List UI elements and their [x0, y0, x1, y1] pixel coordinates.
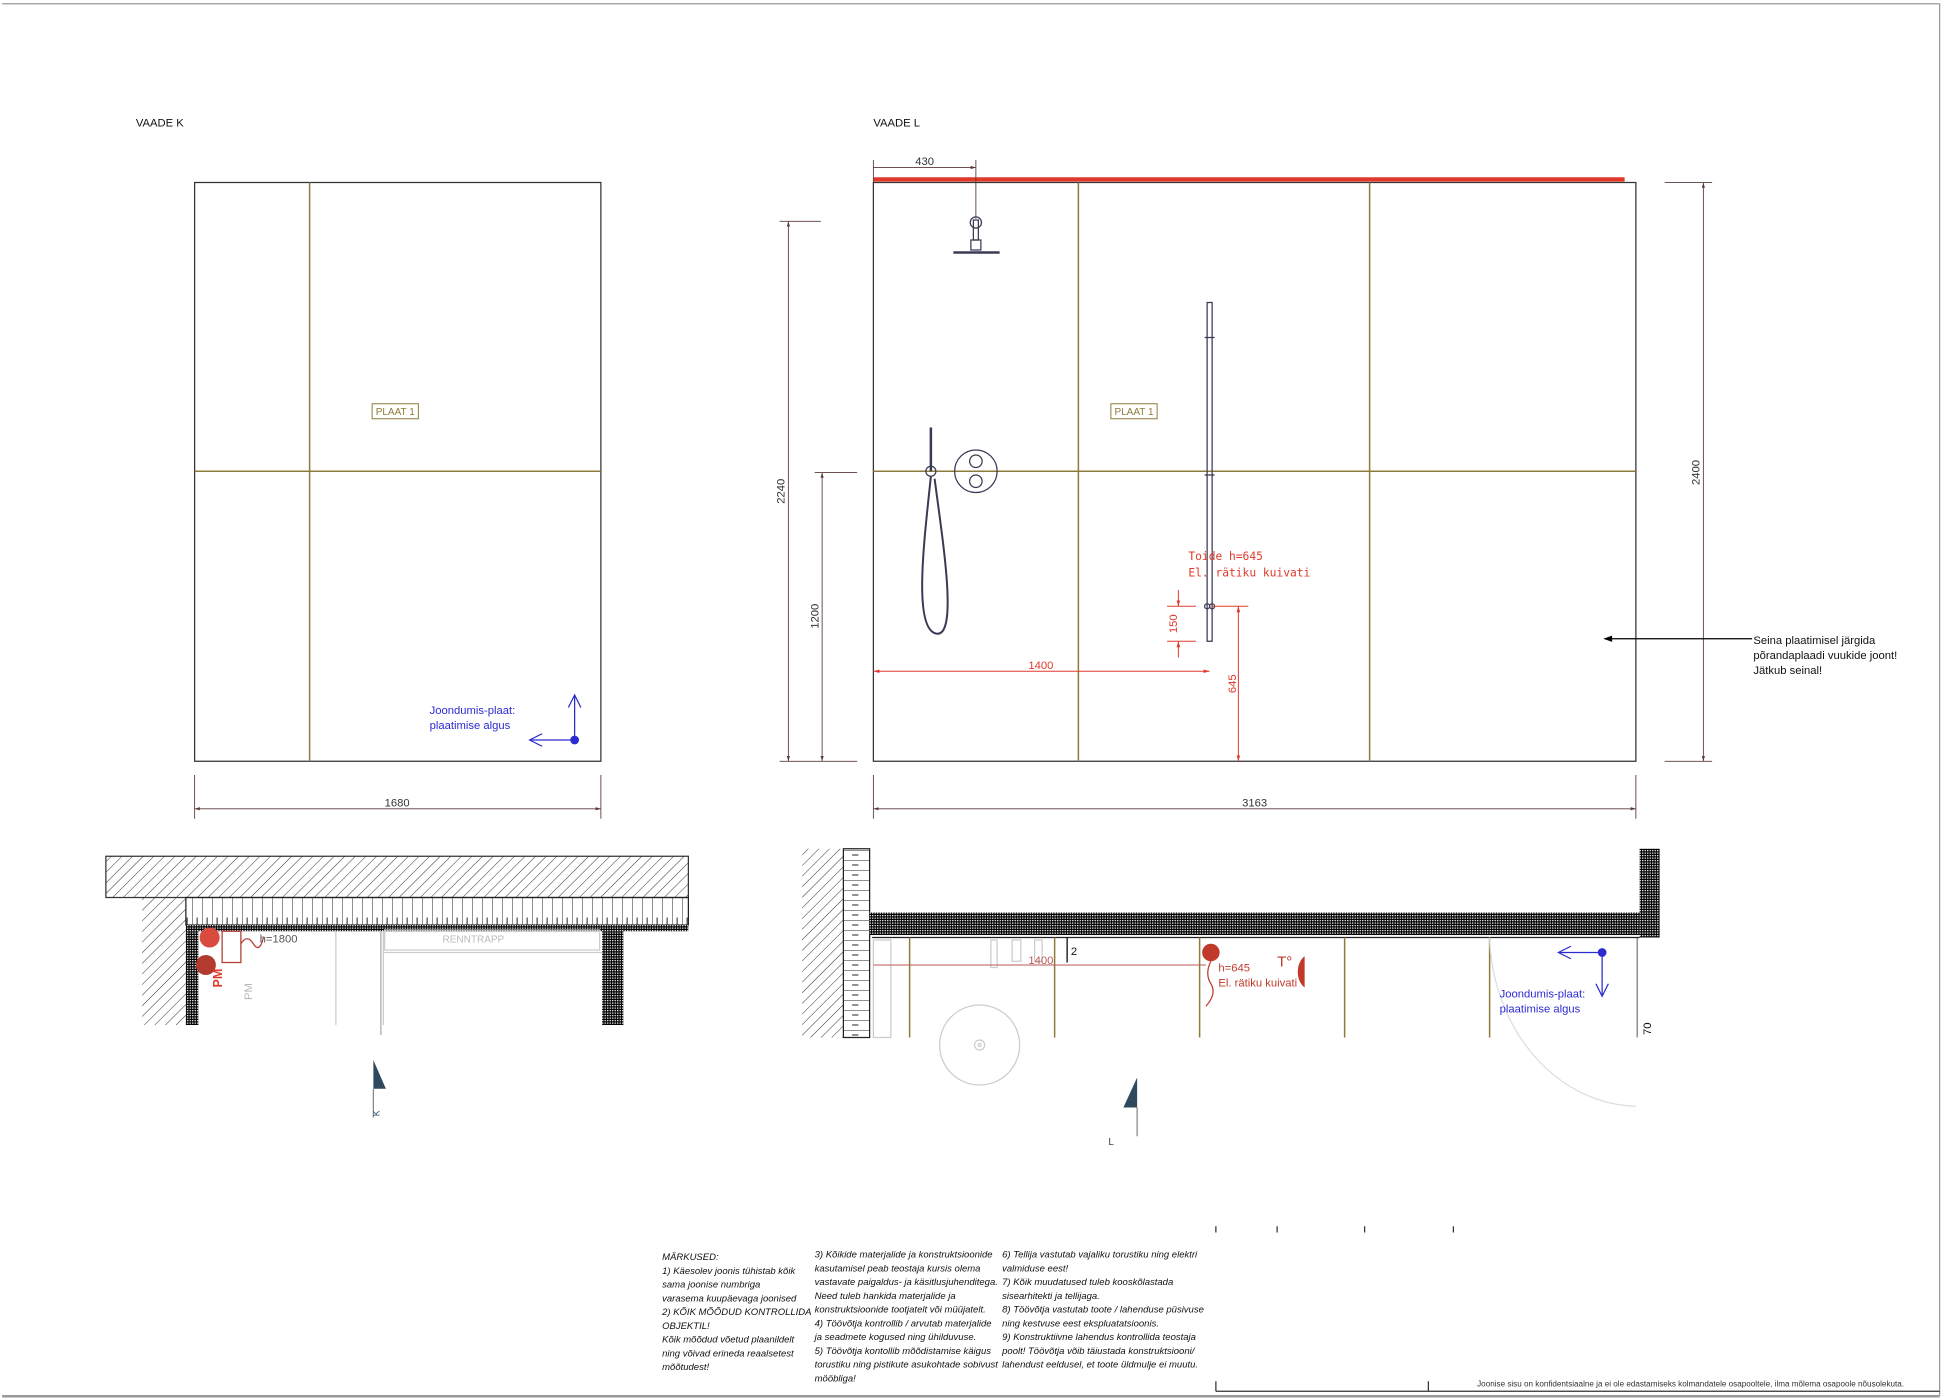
wall-hatch	[802, 848, 844, 1038]
notes-col-2: 3) Kõikide materjalide ja konstruktsioon…	[813, 1250, 999, 1385]
height-label: h=645	[1218, 962, 1250, 974]
dimension-150: 150	[1167, 590, 1196, 658]
svg-text:L: L	[1108, 1137, 1114, 1148]
title-block-ticks	[1215, 1226, 1454, 1233]
mixer-valve-icon	[954, 449, 998, 494]
height-label: h=1800	[260, 934, 298, 946]
svg-text:150: 150	[1168, 614, 1180, 633]
pm-label-grey: PM	[243, 983, 255, 1000]
waterproofing	[869, 912, 1640, 935]
dimension-1200: 1200	[809, 472, 858, 762]
tile-label-box	[1110, 403, 1158, 420]
svg-text:645: 645	[1227, 674, 1239, 693]
svg-text:Seina plaatimisel järgida: Seina plaatimisel järgida	[1753, 635, 1876, 647]
waterproofing	[602, 931, 624, 1025]
drain-label: RENNTRAPP	[443, 935, 505, 946]
tile-layer	[185, 896, 689, 926]
fixtures-outline	[990, 939, 1043, 969]
power-note-line: El. rätiku kuivati	[1188, 566, 1310, 579]
waterproofing	[185, 931, 199, 1025]
electric-point-icon	[1202, 943, 1220, 962]
alignment-arrow-icon	[528, 693, 582, 747]
dimension-3163: 3163	[872, 775, 1637, 819]
electric-point-icon	[195, 955, 216, 975]
svg-text:1400: 1400	[1028, 955, 1053, 967]
dimension-2240: 2240	[776, 220, 858, 762]
plan-k: RENNTRAPP h=1800 PM PM K	[105, 855, 689, 1118]
tile-label: PLAAT 1	[1114, 407, 1154, 418]
device-icon	[221, 930, 242, 964]
hand-shower-icon	[921, 427, 949, 635]
view-k-elevation: VAADE K PLAAT 1 Joondumis-plaat: plaatim…	[136, 117, 602, 819]
wall-hatch	[105, 855, 689, 899]
pm-label-red: PM	[211, 969, 225, 988]
tile-layer	[842, 848, 871, 1039]
thermostat-icon	[1297, 956, 1305, 988]
view-l-title: VAADE L	[873, 117, 920, 129]
thermostat-label: T°	[1277, 953, 1292, 970]
title-block: Joonise sisu on konfidentsiaalne ja ei o…	[1215, 1379, 1940, 1392]
align-note-line: Joondumis-plaat:	[430, 705, 516, 717]
svg-text:1680: 1680	[385, 797, 410, 809]
door-swing	[1489, 937, 1636, 1107]
align-note-line: plaatimise algus	[430, 720, 511, 732]
electric-point-icon	[199, 927, 220, 948]
svg-text:430: 430	[915, 156, 934, 168]
notes-col-3: 6) Tellija vastutab vajaliku torustiku n…	[1001, 1250, 1204, 1371]
side-note: Seina plaatimisel järgida põrandaplaadi …	[1603, 635, 1897, 677]
svg-text:3163: 3163	[1242, 797, 1267, 809]
power-note-line: Toide h=645	[1188, 550, 1263, 563]
dimension-2400: 2400	[1664, 182, 1713, 762]
align-note-line: plaatimise algus	[1500, 1004, 1581, 1016]
dimension-width: 1680	[194, 775, 602, 819]
alignment-arrow-icon	[1556, 945, 1609, 998]
drain-outline	[384, 929, 601, 951]
svg-text:1400: 1400	[1028, 660, 1053, 672]
notes: MÄRKUSED:1) Käesolev joonis tühistab kõi…	[661, 1250, 1204, 1385]
waterproofing	[185, 925, 689, 932]
svg-text:Jätkub seinal!: Jätkub seinal!	[1753, 665, 1822, 677]
svg-text:1200: 1200	[809, 604, 821, 629]
dim-2: 2	[1071, 946, 1077, 958]
floor-drain-icon	[939, 1004, 1021, 1086]
dimension-1400: 1400	[873, 660, 1210, 674]
waterproofing	[1639, 848, 1660, 938]
device-label: El. rätiku kuivati	[1218, 977, 1297, 989]
plan-l: 2 1400 h=645 El. rätiku kuivati T° Joond…	[802, 848, 1660, 1148]
svg-text:2400: 2400	[1691, 460, 1703, 485]
tile-label: PLAAT 1	[376, 407, 416, 418]
sheet-frame	[2, 3, 1941, 1398]
section-marker-l-icon: L	[1108, 1077, 1138, 1148]
svg-text:2240: 2240	[776, 479, 788, 504]
confidential-note: Joonise sisu on konfidentsiaalne ja ei o…	[1477, 1379, 1904, 1388]
view-l-elevation: VAADE L PLAAT 1 430 Toide h=	[776, 117, 1897, 819]
dimension-645: 645	[1212, 605, 1249, 762]
view-k-title: VAADE K	[136, 117, 184, 129]
notes-col-1: MÄRKUSED:1) Käesolev joonis tühistab kõi…	[661, 1252, 811, 1373]
section-marker-k-icon: K	[372, 1060, 386, 1118]
svg-text:K: K	[372, 1110, 382, 1116]
rain-shower-head-icon	[953, 216, 1000, 254]
dim-70: 70	[1642, 1022, 1654, 1035]
dimension-430: 430	[872, 156, 977, 219]
tile-joints	[908, 937, 1491, 1038]
align-note-line: Joondumis-plaat:	[1500, 989, 1586, 1001]
wall-hatch	[142, 897, 186, 1025]
svg-text:põrandaplaadi vuukide joont!: põrandaplaadi vuukide joont!	[1753, 650, 1897, 662]
towel-rail-icon	[1204, 301, 1216, 642]
tile-label-box	[371, 403, 419, 420]
